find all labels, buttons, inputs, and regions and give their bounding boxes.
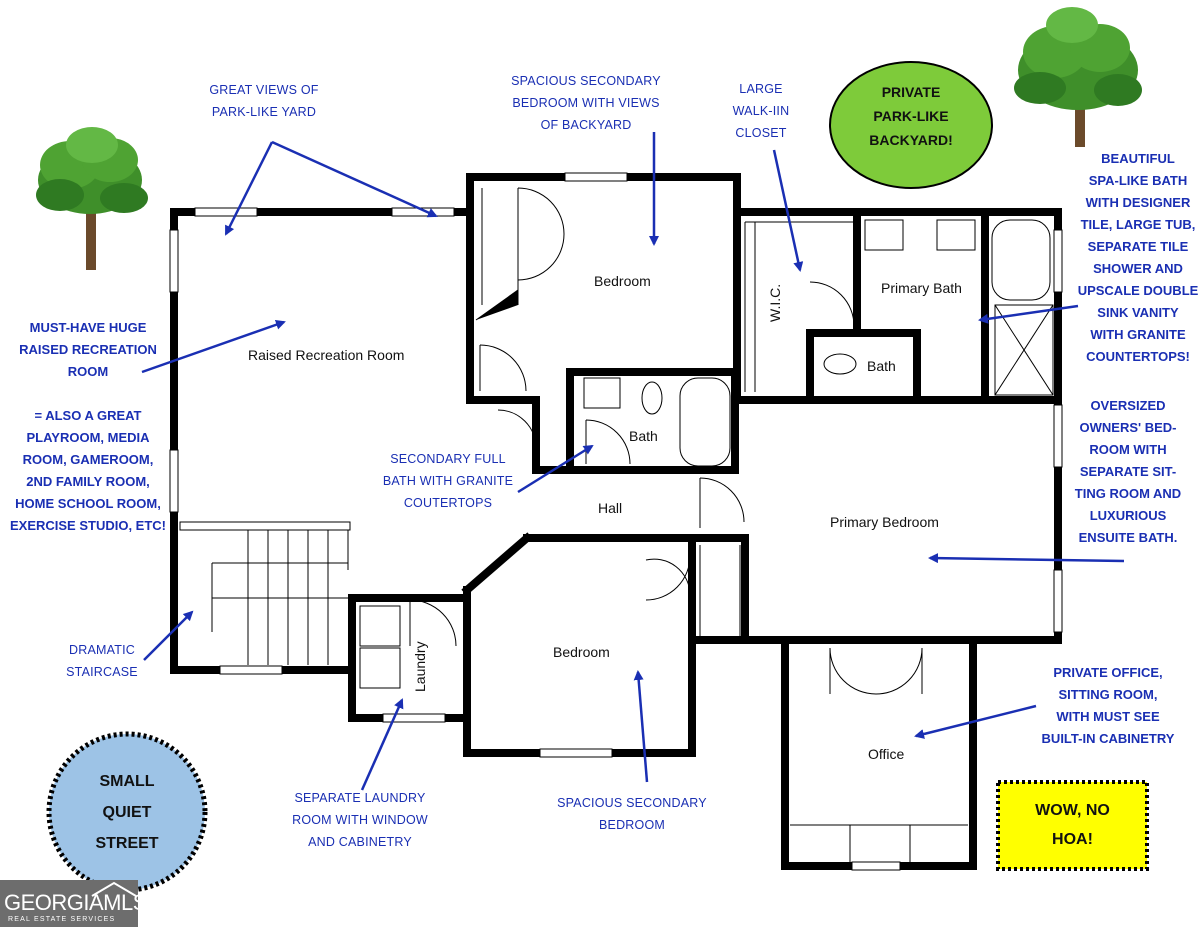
room-label-small-bath: Bath bbox=[867, 358, 896, 374]
room-label-wic: W.I.C. bbox=[767, 284, 783, 322]
backyard-badge-text: PRIVATE PARK-LIKE BACKYARD! bbox=[869, 84, 953, 148]
annotation-also-great: = ALSO A GREAT PLAYROOM, MEDIA ROOM, GAM… bbox=[9, 408, 167, 533]
annotation-secondary-bedroom-top: SPACIOUS SECONDARY BEDROOM WITH VIEWS OF… bbox=[511, 74, 661, 132]
room-label-laundry: Laundry bbox=[412, 641, 428, 692]
annotation-arrows bbox=[141, 132, 1125, 791]
room-label-office: Office bbox=[868, 746, 905, 762]
room-label-hall: Hall bbox=[598, 500, 622, 516]
room-label-recreation: Raised Recreation Room bbox=[248, 347, 404, 363]
backyard-badge bbox=[829, 61, 993, 189]
annotation-great-views: GREAT VIEWS OF PARK-LIKE YARD bbox=[209, 83, 319, 119]
tree-icon-left bbox=[36, 127, 148, 270]
annotation-office: PRIVATE OFFICE, SITTING ROOM, WITH MUST … bbox=[1041, 665, 1175, 746]
annotation-walk-in-closet: LARGE WALK-IIN CLOSET bbox=[732, 82, 790, 140]
fixtures bbox=[179, 187, 1054, 862]
annotation-staircase: DRAMATIC STAIRCASE bbox=[66, 643, 138, 679]
annotation-spa-bath: BEAUTIFUL SPA-LIKE BATH WITH DESIGNER TI… bbox=[1077, 151, 1199, 364]
room-label-bedroom-bottom: Bedroom bbox=[553, 644, 610, 660]
annotation-recreation-room: MUST-HAVE HUGE RAISED RECREATION ROOM bbox=[19, 320, 157, 379]
room-label-bedroom-top: Bedroom bbox=[594, 273, 651, 289]
annotation-secondary-bath: SECONDARY FULL BATH WITH GRANITE COUTERT… bbox=[382, 452, 514, 510]
logo-name: GEORGIAMLS bbox=[4, 890, 147, 915]
annotation-owners-bedroom: OVERSIZED OWNERS' BED- ROOM WITH SEPARAT… bbox=[1074, 398, 1182, 545]
annotation-secondary-bedroom-bottom: SPACIOUS SECONDARY BEDROOM bbox=[557, 796, 707, 832]
room-label-primary-bedroom: Primary Bedroom bbox=[830, 514, 939, 530]
street-badge-text: SMALL QUIET STREET bbox=[95, 773, 159, 852]
house-roof-icon bbox=[91, 881, 137, 897]
room-label-bath-secondary: Bath bbox=[629, 428, 658, 444]
logo-subtitle: REAL ESTATE SERVICES bbox=[8, 916, 116, 923]
tree-icon-right bbox=[1014, 7, 1142, 147]
windows bbox=[169, 172, 1063, 871]
hoa-badge bbox=[996, 780, 1149, 871]
georgiamls-logo: GEORGIAMLS REAL ESTATE SERVICES bbox=[0, 880, 147, 927]
room-label-primary-bath: Primary Bath bbox=[881, 280, 962, 296]
annotation-laundry-room: SEPARATE LAUNDRY ROOM WITH WINDOW AND CA… bbox=[292, 791, 428, 849]
hoa-badge-text: WOW, NO HOA! bbox=[1035, 802, 1110, 848]
